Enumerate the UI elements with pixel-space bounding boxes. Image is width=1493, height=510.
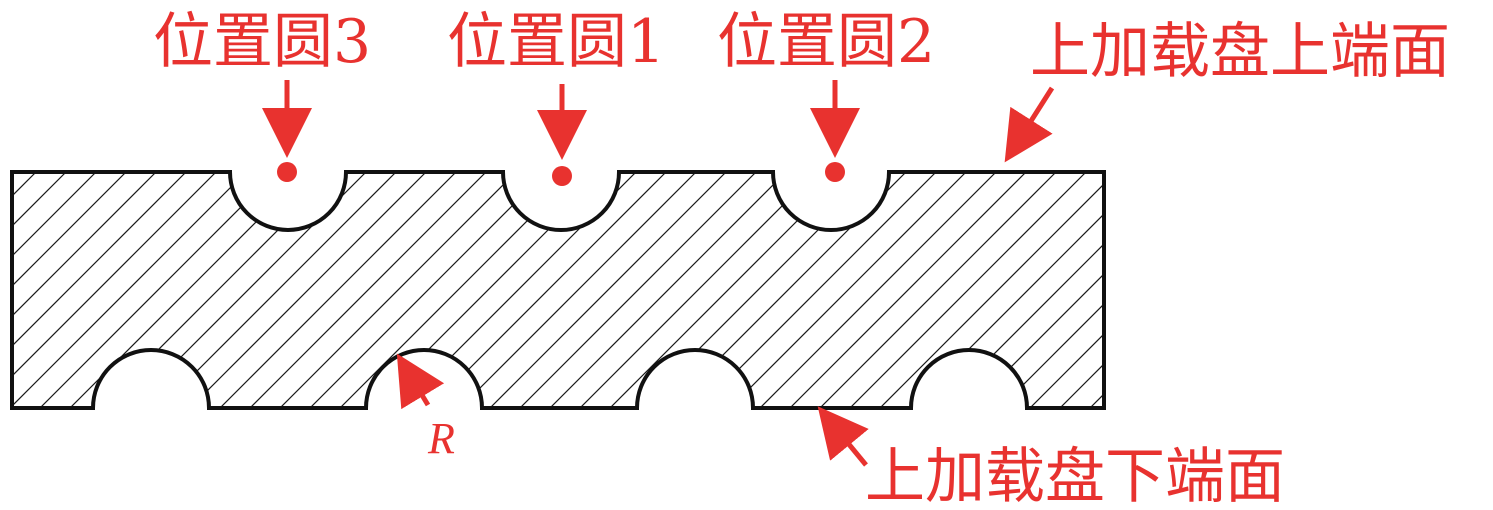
hatch-line <box>12 172 137 408</box>
hatch-line <box>1200 162 1456 418</box>
position-circle-3-dot <box>277 162 297 182</box>
radius-label: R <box>427 414 455 463</box>
hatch-line <box>1230 162 1486 418</box>
hatch-line <box>1260 162 1493 418</box>
hatch-line <box>1380 162 1493 418</box>
lower-end-face-arrow <box>817 406 869 467</box>
hatch-line <box>1019 172 1104 408</box>
hatch-line <box>449 172 707 408</box>
lower-end-face-label: 上加载盘下端面 <box>865 442 1285 510</box>
hatch-line <box>12 172 167 408</box>
hatch-line <box>1049 172 1104 408</box>
hatch-line <box>1290 162 1493 418</box>
hatch-line <box>1170 162 1426 418</box>
position-circle-2-label: 位置圆2 <box>717 7 935 77</box>
hatch-line <box>779 172 1037 408</box>
hatch-line <box>12 172 197 408</box>
hatch-line <box>839 172 1097 408</box>
hatch-line <box>539 172 797 408</box>
hatch-line <box>1110 162 1366 418</box>
position-circle-3-label: 位置圆3 <box>153 7 371 77</box>
hatch-line <box>1140 162 1396 418</box>
hatch-line <box>809 172 1067 408</box>
position-circle-2-dot <box>825 162 845 182</box>
hatch-line <box>869 172 1104 408</box>
hatch-line <box>209 172 467 408</box>
hatch-line <box>1350 162 1493 418</box>
hatch-line <box>1410 162 1493 418</box>
hatch-line <box>12 172 257 408</box>
radius-arrow <box>396 353 445 410</box>
upper-end-face-label: 上加载盘上端面 <box>1030 17 1450 87</box>
hatch-line <box>12 172 77 408</box>
hatch-line <box>1440 162 1493 418</box>
hatch-line <box>239 172 497 408</box>
hatch-line <box>1470 162 1493 418</box>
hatch-line <box>1079 172 1104 408</box>
hatch-line <box>509 172 767 408</box>
hatch-line <box>179 172 437 408</box>
upper-end-face-arrow <box>1004 86 1055 163</box>
hatch-line <box>479 172 737 408</box>
hatch-line <box>989 172 1104 408</box>
position-circle-1-dot <box>552 166 572 186</box>
position-circle-1-label: 位置圆1 <box>447 7 665 77</box>
hatch-line <box>12 172 227 408</box>
hatch-line <box>12 172 107 408</box>
hatch-line <box>1320 162 1493 418</box>
hatch-line <box>269 172 527 408</box>
hatch-line <box>749 172 1007 408</box>
hatch-line <box>719 172 977 408</box>
disk-cross-section-outline <box>10 170 1106 410</box>
